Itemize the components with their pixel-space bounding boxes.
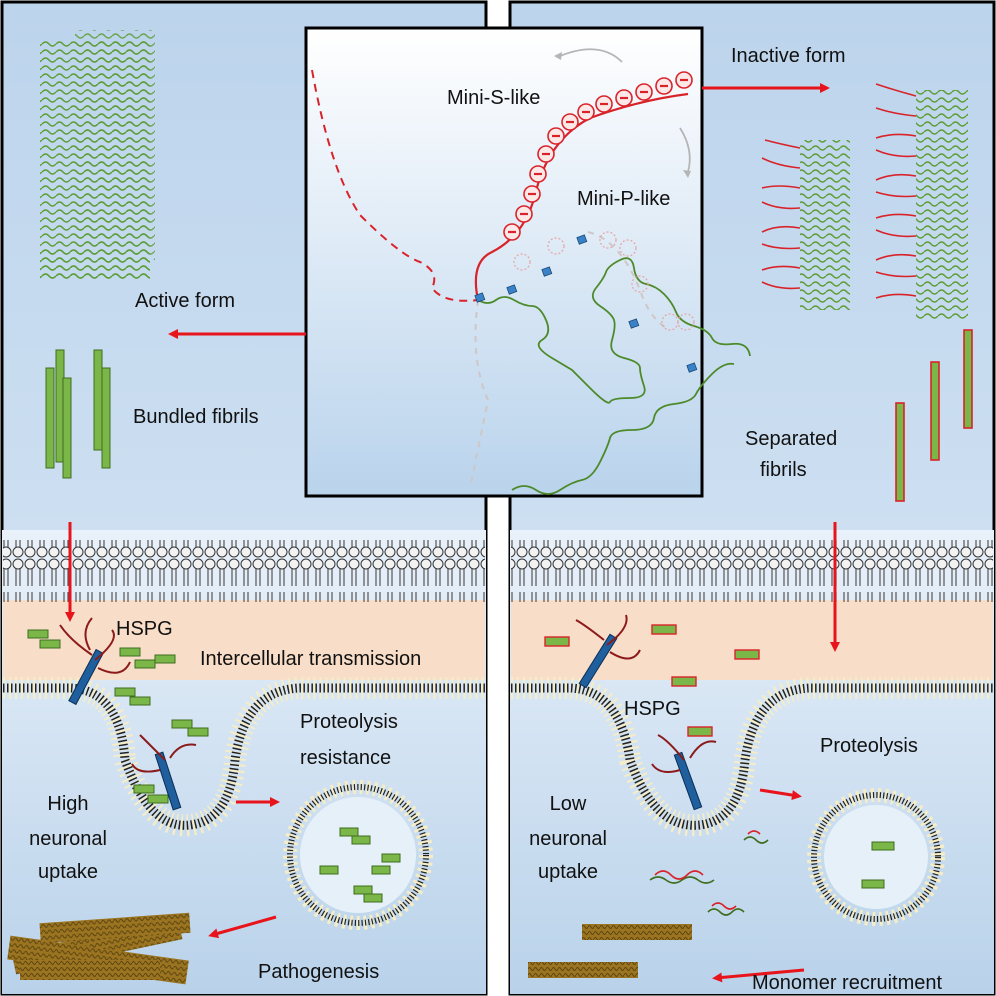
right-monomer-icons [649,830,769,916]
right-aggregate-icon [528,924,692,978]
left-proteolysis-line2: resistance [300,747,391,769]
right-fibril-line2: fibrils [760,459,807,481]
center-mini-s-label: Mini-S-like [447,87,540,109]
right-hspg-label: HSPG [624,698,681,720]
left-aggregate-icon [7,912,191,985]
left-plasma-membrane [3,540,485,602]
right-cytoplasm [511,600,993,680]
left-fragments [27,629,209,804]
right-to-vesicle-arrow [759,788,802,801]
center-gray-arrow-2 [679,127,691,173]
right-uptake-line1: Low [550,793,587,815]
center-dashed-chain [311,69,479,302]
center-inset: Mini-S-like Mini-P-like [304,26,751,498]
right-uptake-line3: uptake [538,861,598,883]
right-fibril-stack-1 [761,139,850,310]
center-faint-chain [469,299,490,489]
left-to-aggregate-arrow [208,915,277,939]
right-hspg-receptor-icon [575,614,641,689]
separated-fibrils-icon [895,329,973,502]
left-fibril-label: Bundled fibrils [133,406,259,428]
right-plasma-membrane [511,540,993,602]
right-hspg-receptor-icon-2 [651,734,717,811]
right-to-recruitment-arrow [712,968,805,983]
left-uptake-line3: uptake [38,861,98,883]
left-cytoplasm [3,600,485,680]
left-hspg-receptor-icon-2 [131,734,197,811]
left-uptake-line2: neuronal [29,828,107,850]
right-panel: Inactive form [508,0,996,996]
right-form-label: Inactive form [731,45,845,67]
left-lysosome-vesicle-icon [283,780,433,930]
left-form-label: Active form [135,290,235,312]
left-proteolysis-line1: Proteolysis [300,711,398,733]
center-gray-arrow-1 [559,48,623,63]
right-uptake-line2: neuronal [529,828,607,850]
left-uptake-line1: High [47,793,88,815]
right-proteolysis-label: Proteolysis [820,735,918,757]
left-transmission-label: Intercellular transmission [200,648,421,670]
left-hspg-receptor-icon [59,617,131,706]
right-fragments [544,624,760,737]
center-faint-chain-2 [587,231,671,331]
center-green-chain [477,257,751,495]
right-lysosome-vesicle-icon [807,788,945,926]
left-fibril-stack [40,30,155,280]
right-endocytic-pit [511,677,993,837]
left-outcome-label: Pathogenesis [258,961,379,983]
center-blue-tags [474,234,698,373]
bundled-fibrils-icon [45,349,111,479]
right-fibril-stack-2 [875,83,968,320]
right-outcome-label: Monomer recruitment [752,972,943,994]
center-mini-p-label: Mini-P-like [577,188,670,210]
right-fibril-line1: Separated [745,428,837,450]
left-hspg-label: HSPG [116,618,173,640]
center-minus-charge-icons [503,71,695,331]
